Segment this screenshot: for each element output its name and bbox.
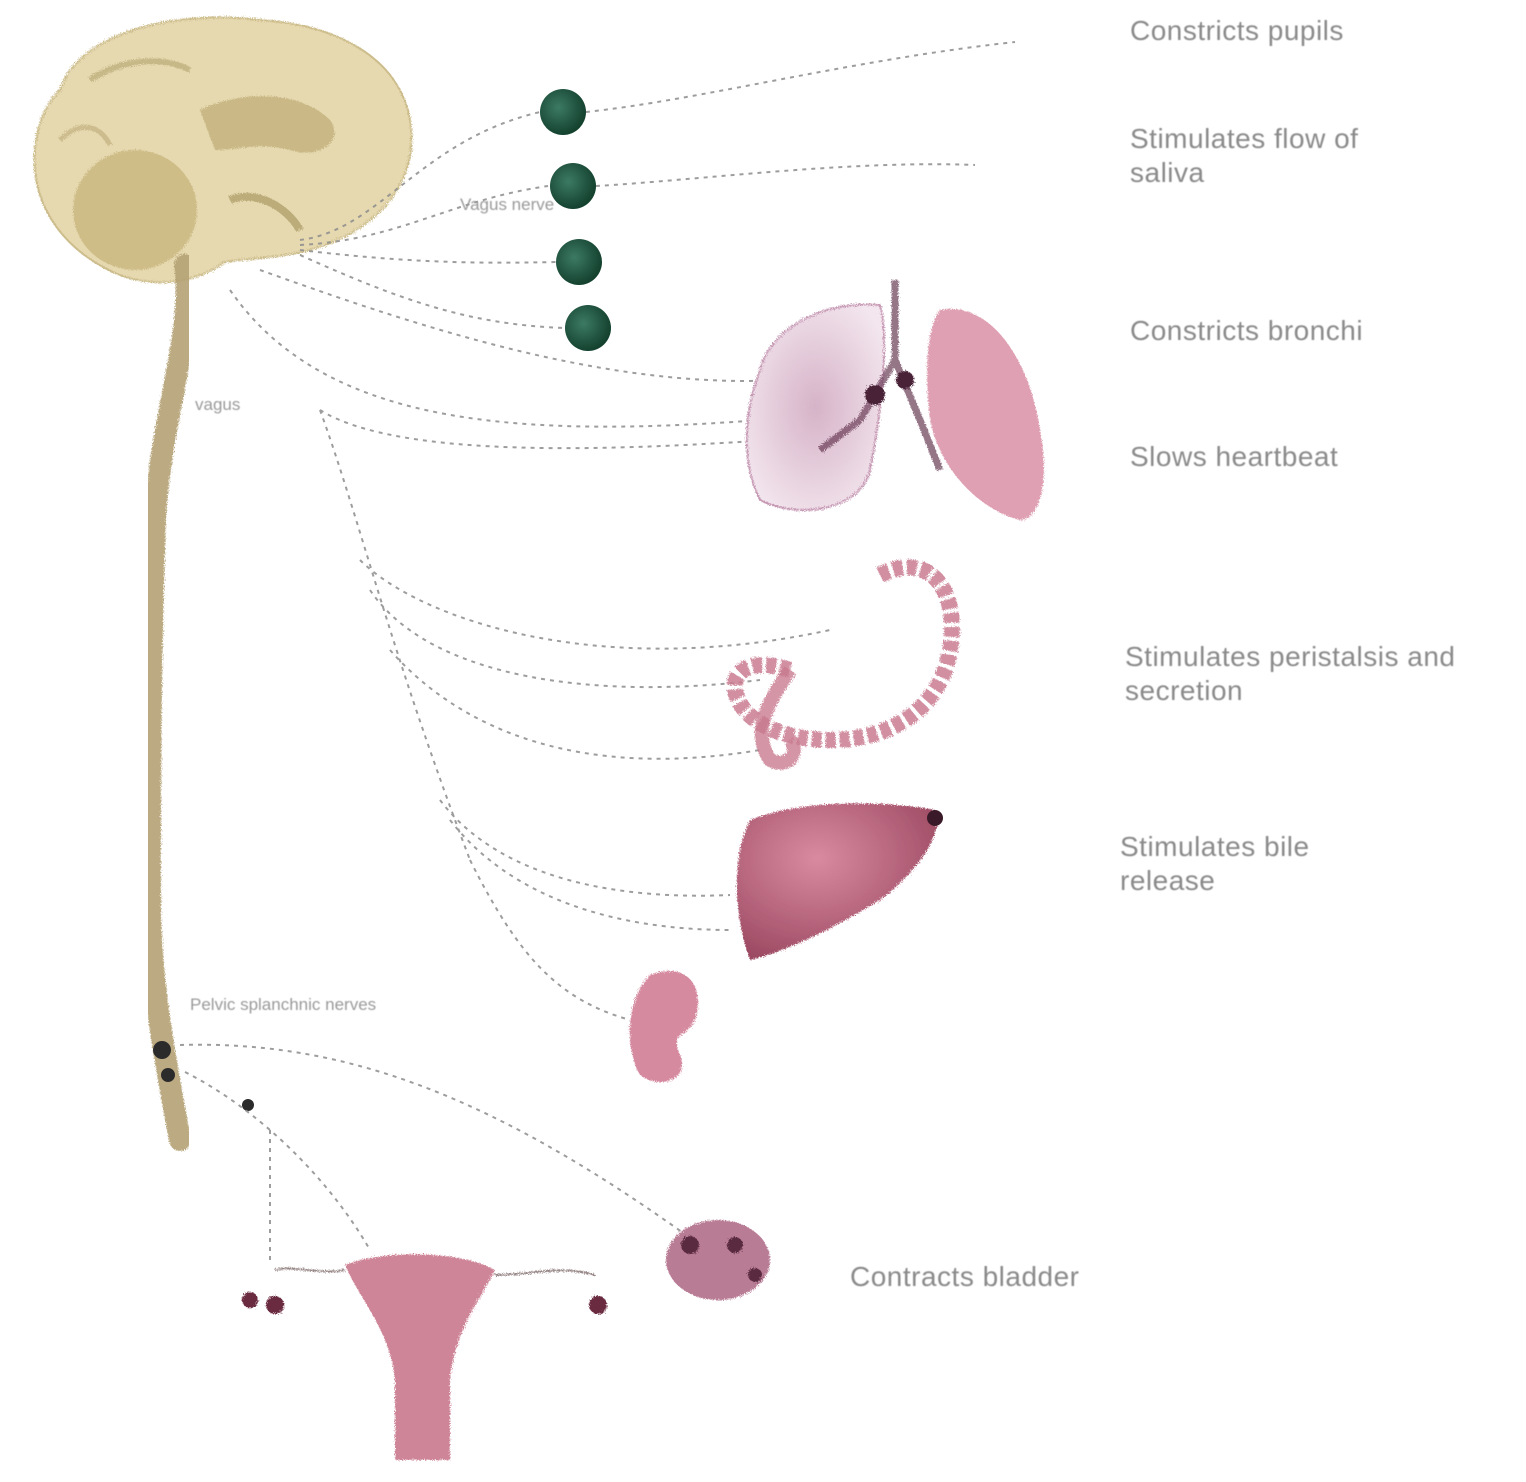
label-vagus-nerve: Vagus nerve — [460, 195, 554, 215]
label-saliva: Stimulates flow of saliva — [1130, 122, 1430, 190]
label-heartbeat: Slows heartbeat — [1130, 440, 1338, 474]
ciliary-ganglion — [540, 89, 586, 135]
bladder — [666, 1220, 770, 1300]
kidney — [630, 971, 698, 1082]
submandibular-ganglion — [556, 239, 602, 285]
brain — [35, 18, 412, 283]
label-bladder: Contracts bladder — [850, 1260, 1080, 1294]
sacral-ganglion-3 — [242, 1099, 254, 1111]
label-pelvic-nerve: Pelvic splanchnic nerves — [190, 995, 376, 1015]
label-upper-nerve: vagus — [195, 395, 240, 415]
label-digestion: Stimulates peristalsis and secretion — [1125, 640, 1495, 708]
sacral-ganglion-2 — [161, 1068, 175, 1082]
stomach — [735, 567, 952, 762]
liver — [737, 803, 937, 960]
label-bronchi: Constricts bronchi — [1130, 314, 1363, 348]
label-pupils: Constricts pupils — [1130, 14, 1344, 48]
lungs — [747, 280, 1044, 520]
uterus — [242, 1254, 607, 1460]
label-bile: Stimulates bile release — [1120, 830, 1400, 898]
pterygopalatine-ganglion — [550, 163, 596, 209]
liver-edge-mark — [927, 810, 943, 826]
sacral-ganglion-1 — [153, 1041, 171, 1059]
spinal-cord — [150, 265, 187, 1140]
otic-ganglion — [565, 305, 611, 351]
